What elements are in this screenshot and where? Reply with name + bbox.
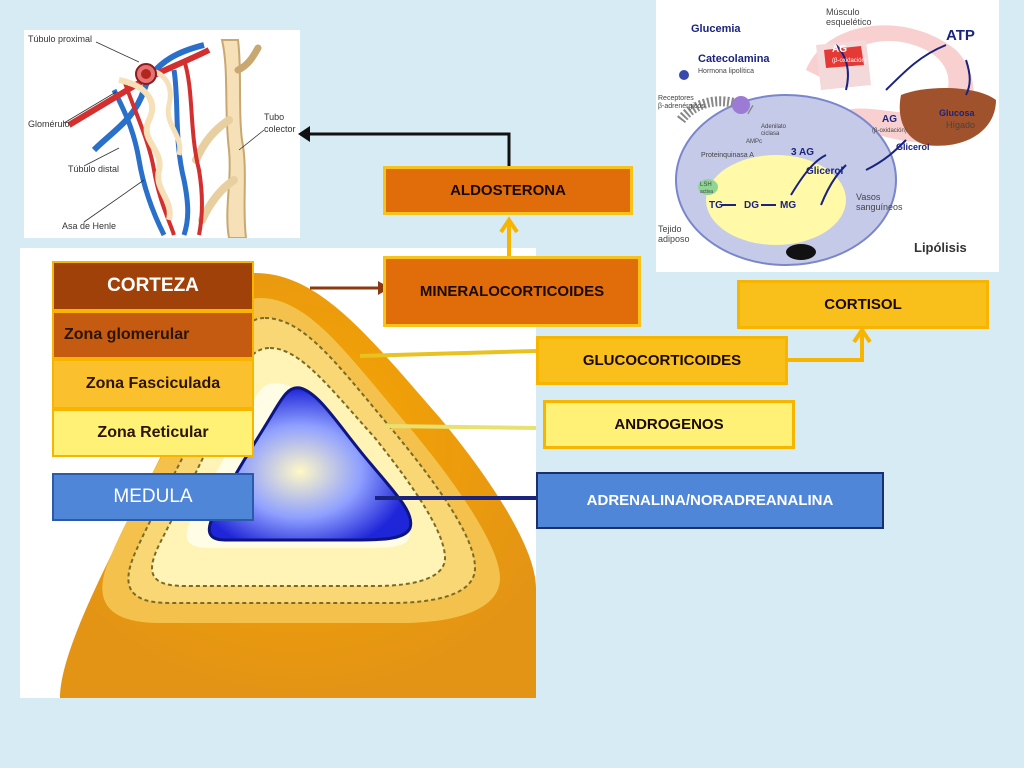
hormone-cortisol: CORTISOL [737, 280, 989, 329]
label-3ag: 3 AG [791, 147, 814, 158]
label-proteinquinasa: Proteinquinasa A [701, 152, 754, 159]
label-receptores: Receptores [658, 95, 694, 102]
label-tejido: Tejido [658, 224, 682, 234]
label-sanguineos: sanguíneos [856, 202, 903, 212]
zone-reticular: Zona Reticular [52, 409, 254, 457]
zone-fasciculada: Zona Fasciculada [52, 359, 254, 409]
label-ciclasa: ciclasa [761, 131, 780, 137]
arrowhead-aldosterona [499, 216, 519, 234]
label-catecolamina: Catecolamina [698, 53, 770, 65]
label-asa-henle: Asa de Henle [62, 221, 116, 231]
label-dg: DG [744, 200, 759, 211]
label-adrenergicos: β-adrenérgicos [658, 103, 705, 110]
label-glomerulo: Glomérulo [28, 119, 70, 129]
zone-corteza: CORTEZA [52, 261, 254, 311]
hormone-aldosterona: ALDOSTERONA [383, 166, 633, 215]
label-tubo: Tubo [264, 112, 284, 122]
label-adenilato: Adenilato [761, 124, 787, 130]
label-atp: ATP [946, 27, 975, 44]
label-musculo: Músculo [826, 7, 860, 17]
label-tg: TG [709, 200, 723, 211]
lipolysis-image: Glucemia Catecolamina ATP AG AG 3 AG Gli… [656, 0, 999, 272]
label-tubulo-distal: Túbulo distal [68, 164, 119, 174]
label-glicerol-higado: Glicerol [896, 142, 930, 152]
hormone-glucocorticoides: GLUCOCORTICOIDES [536, 336, 788, 385]
arrowhead-cortisol [852, 326, 872, 344]
hormone-androgenos: ANDROGENOS [543, 400, 795, 449]
zone-glomerular: Zona glomerular [52, 311, 254, 359]
label-ag-higado: AG [882, 114, 897, 125]
hormone-mineralocorticoides: MINERALOCORTICOIDES [383, 256, 641, 327]
label-ampc: AMPc [746, 139, 762, 145]
label-beta-oxidacion-musculo: (β-oxidación) [832, 58, 867, 64]
arrow-aldosterona-to-nephron [308, 132, 511, 166]
label-glucemia: Glucemia [691, 23, 741, 35]
label-higado: Hígado [946, 120, 975, 130]
nephron-image: Túbulo proximal Glomérulo Túbulo distal … [24, 30, 300, 239]
label-activa: activa [700, 189, 713, 195]
nephron-illustration: Túbulo proximal Glomérulo Túbulo distal … [28, 34, 296, 239]
lipolysis-illustration: Glucemia Catecolamina ATP AG AG 3 AG Gli… [658, 7, 996, 266]
label-ag-musculo: AG [832, 44, 847, 55]
label-lipolisis: Lipólisis [914, 240, 967, 255]
label-glucosa: Glucosa [939, 108, 976, 118]
label-colector: colector [264, 124, 296, 134]
label-beta-oxidacion-higado: (β-oxidación) [872, 128, 907, 134]
label-mg: MG [780, 200, 796, 211]
label-vasos: Vasos [856, 192, 881, 202]
label-hormona-lipolitica: Hormona lipolítica [698, 68, 754, 75]
label-adiposo: adiposo [658, 234, 690, 244]
label-tubulo-proximal: Túbulo proximal [28, 34, 92, 44]
label-glicerol: Glicerol [806, 166, 843, 177]
label-esqueletico: esquelético [826, 17, 872, 27]
arrow-gluco-to-cortisol [788, 332, 864, 362]
zone-medula: MEDULA [52, 473, 254, 521]
label-lsh: LSH [700, 182, 712, 188]
hormone-adrenalina: ADRENALINA/NORADREANALINA [536, 472, 884, 529]
